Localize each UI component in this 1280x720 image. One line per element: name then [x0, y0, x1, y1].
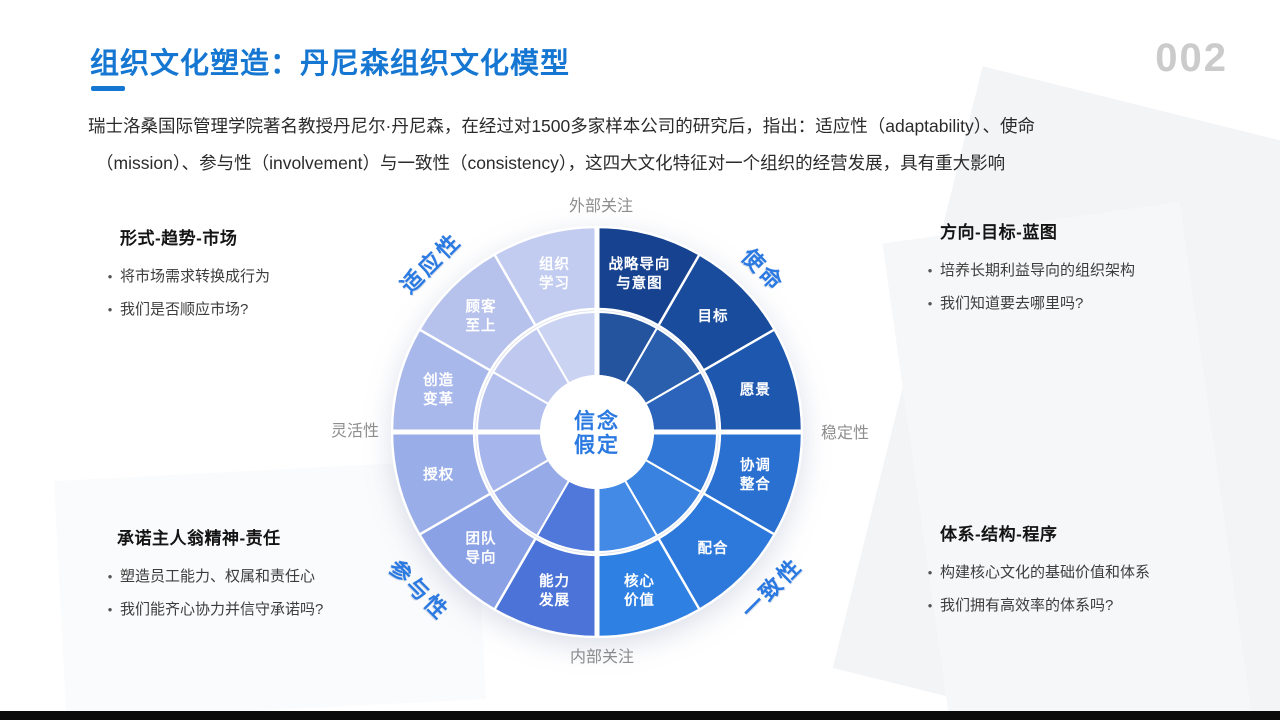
bullet-text: 塑造员工能力、权属和责任心 [120, 568, 316, 585]
wheel-center-label: 信念假定 [574, 409, 620, 457]
culture-wheel: 战略导向与意图目标愿景协调整合配合核心价值 能力发展 团队导向 授权 创造变革 顾客至上 组… [389, 224, 805, 640]
wheel-segment-label: 组织学习 [539, 255, 570, 292]
title-underline-bar [91, 86, 125, 91]
callout-involvement: 承诺主人翁精神-责任 • 塑造员工能力、权属和责任心 • 我们能齐心协力并信守承诺吗… [100, 524, 324, 626]
bullet-item: • 我们知道要去哪里吗? [920, 287, 1135, 320]
bullet-dot-icon: • [927, 598, 933, 613]
axis-label-internal-focus: 内部关注 [569, 649, 635, 666]
callout-title: 体系-结构-程序 [940, 525, 1058, 544]
intro-line-2: （mission）、参与性（involvement）与一致性（consisten… [96, 153, 1006, 173]
callout-adaptability: 形式-趋势-市场 • 将市场需求转换成行为 • 我们是否顺应市场? [100, 224, 270, 326]
wheel-segment-label: 创造变革 [422, 371, 454, 408]
wheel-center-circle [540, 375, 654, 489]
bullet-text: 我们知道要去哪里吗? [940, 295, 1084, 312]
bullet-dot-icon: • [107, 269, 113, 284]
callout-title: 形式-趋势-市场 [120, 229, 238, 248]
bullet-text: 我们是否顺应市场? [120, 301, 249, 318]
bullet-item: • 我们拥有高效率的体系吗? [920, 589, 1150, 622]
bullet-text: 我们能齐心协力并信守承诺吗? [120, 601, 324, 618]
bullet-item: • 将市场需求转换成行为 [100, 260, 270, 293]
callout-title: 方向-目标-蓝图 [940, 223, 1058, 242]
bullet-dot-icon: • [927, 296, 933, 311]
callout-bullets: • 将市场需求转换成行为 • 我们是否顺应市场? [100, 260, 270, 326]
bullet-item: • 构建核心文化的基础价值和体系 [920, 556, 1150, 589]
wheel-segment-label: 战略导向与意图 [608, 255, 670, 292]
wheel-segment-label: 能力发展 [538, 572, 570, 609]
bullet-item: • 培养长期利益导向的组织架构 [920, 254, 1135, 287]
bullet-dot-icon: • [107, 602, 113, 617]
bullet-text: 将市场需求转换成行为 [120, 268, 271, 285]
intro-paragraph: 瑞士洛桑国际管理学院著名教授丹尼尔·丹尼森，在经过对1500多家样本公司的研究后… [88, 108, 1203, 182]
page-number: 002 [1155, 36, 1228, 80]
wheel-segment-label: 协调整合 [740, 456, 771, 493]
bullet-dot-icon: • [927, 565, 933, 580]
bullet-dot-icon: • [107, 569, 113, 584]
wheel-segment-label: 目标 [697, 307, 728, 325]
axis-label-external-focus: 外部关注 [568, 198, 634, 215]
bullet-text: 培养长期利益导向的组织架构 [940, 262, 1136, 279]
bullet-item: • 我们是否顺应市场? [100, 293, 270, 326]
bullet-text: 我们拥有高效率的体系吗? [940, 597, 1114, 614]
callout-bullets: • 培养长期利益导向的组织架构 • 我们知道要去哪里吗? [920, 254, 1135, 320]
wheel-segment-label: 愿景 [740, 382, 771, 399]
callout-mission: 方向-目标-蓝图 • 培养长期利益导向的组织架构 • 我们知道要去哪里吗? [920, 218, 1135, 320]
axis-label-stability: 稳定性 [820, 425, 870, 442]
bullet-item: • 塑造员工能力、权属和责任心 [100, 560, 323, 593]
bullet-dot-icon: • [107, 302, 113, 317]
wheel-segment-label: 授权 [423, 465, 454, 483]
intro-line-1: 瑞士洛桑国际管理学院著名教授丹尼尔·丹尼森，在经过对1500多家样本公司的研究后… [88, 116, 1036, 136]
wheel-segment-label: 配合 [697, 539, 728, 557]
wheel-segment-label: 团队导向 [466, 529, 497, 566]
bottom-black-bar [0, 711, 1280, 720]
bullet-text: 构建核心文化的基础价值和体系 [940, 564, 1151, 581]
wheel-segment-label: 顾客至上 [466, 298, 497, 335]
bullet-item: • 我们能齐心协力并信守承诺吗? [100, 593, 324, 626]
callout-bullets: • 构建核心文化的基础价值和体系 • 我们拥有高效率的体系吗? [920, 556, 1150, 622]
callout-title: 承诺主人翁精神-责任 [117, 529, 281, 548]
axis-label-flexibility: 灵活性 [330, 423, 380, 440]
wheel-segment-label: 核心价值 [624, 572, 655, 609]
page-title: 组织文化塑造：丹尼森组织文化模型 [90, 48, 571, 80]
callout-bullets: • 塑造员工能力、权属和责任心 • 我们能齐心协力并信守承诺吗? [100, 560, 324, 626]
callout-consistency: 体系-结构-程序 • 构建核心文化的基础价值和体系 • 我们拥有高效率的体系吗? [920, 520, 1150, 622]
bullet-dot-icon: • [927, 263, 933, 278]
